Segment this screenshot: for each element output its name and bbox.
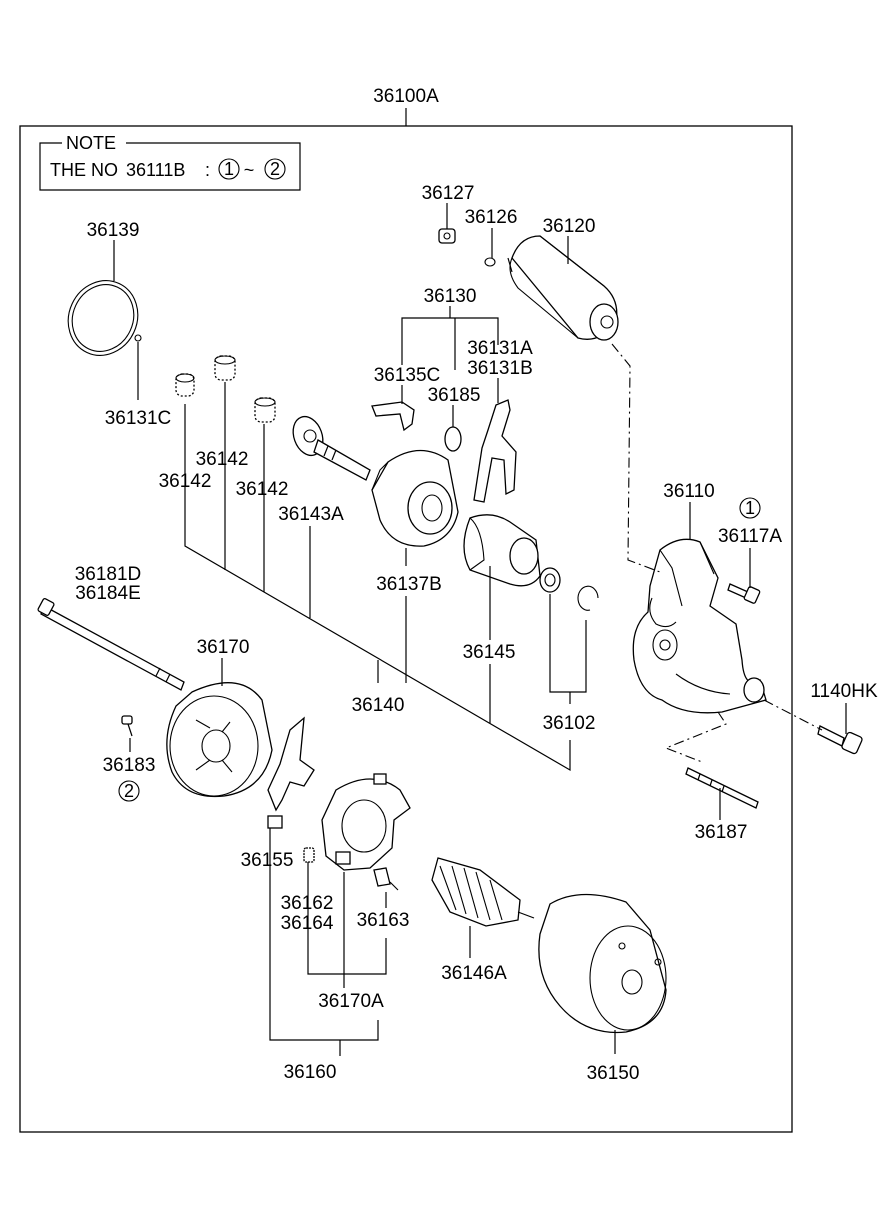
part-36120-solenoid bbox=[507, 235, 619, 341]
label-1140HK: 1140HK bbox=[810, 681, 878, 702]
part-36131-lever bbox=[473, 399, 517, 503]
part-1140HK-bolt bbox=[817, 725, 863, 755]
label-36164: 36164 bbox=[281, 913, 334, 934]
label-36127: 36127 bbox=[422, 183, 475, 204]
note-prefix: THE NO bbox=[50, 160, 118, 180]
part-36162-spring bbox=[303, 847, 315, 863]
note-circle-1: 1 bbox=[224, 159, 234, 179]
label-36142-a: 36142 bbox=[159, 471, 212, 492]
note-range-sep: ~ bbox=[244, 160, 255, 180]
label-36163: 36163 bbox=[357, 910, 410, 931]
label-36155: 36155 bbox=[241, 850, 294, 871]
label-36170: 36170 bbox=[197, 637, 250, 658]
part-36155-brush-spring bbox=[267, 716, 315, 829]
label-36187: 36187 bbox=[695, 822, 748, 843]
part-36143A-shaft bbox=[292, 415, 371, 481]
part-36150-yoke bbox=[538, 893, 667, 1034]
label-36137B: 36137B bbox=[376, 574, 442, 595]
part-36187-bolt bbox=[685, 767, 759, 809]
label-36142-c: 36142 bbox=[236, 479, 289, 500]
label-36143A: 36143A bbox=[278, 504, 344, 525]
label-36185: 36185 bbox=[428, 385, 481, 406]
label-36117A: 36117A bbox=[718, 526, 782, 547]
part-36126-washer bbox=[484, 257, 496, 267]
part-36127-nut bbox=[438, 228, 456, 244]
note-title: NOTE bbox=[66, 133, 116, 153]
label-36162: 36162 bbox=[281, 893, 334, 914]
part-36117A-screw bbox=[727, 583, 761, 604]
label-36131B: 36131B bbox=[467, 358, 533, 379]
callout-circle-1 bbox=[739, 497, 761, 519]
assembly-label: 36100A bbox=[373, 86, 439, 107]
note-circle-2: 2 bbox=[270, 159, 280, 179]
note-part-ref: 36111B bbox=[126, 160, 185, 180]
callout-36183-circle: 2 bbox=[124, 781, 134, 801]
label-36135C: 36135C bbox=[374, 365, 441, 386]
part-36181D-bolt bbox=[37, 598, 185, 691]
note-box: NOTE THE NO 36111B : 1 ~ 2 bbox=[39, 133, 301, 191]
label-36110: 36110 bbox=[663, 481, 714, 502]
part-36110-front-housing bbox=[632, 538, 767, 714]
label-36183: 36183 bbox=[103, 755, 156, 776]
label-36184E: 36184E bbox=[75, 583, 141, 604]
label-36131A: 36131A bbox=[467, 338, 533, 359]
part-36183-screw bbox=[121, 715, 133, 737]
part-36170-rear-cover bbox=[166, 682, 273, 798]
part-36102-stop-ring bbox=[539, 567, 561, 593]
part-36137B-housing bbox=[371, 449, 459, 547]
label-36145: 36145 bbox=[463, 642, 516, 663]
callout-36117A-circle: 1 bbox=[745, 498, 755, 518]
part-36142-gear-a bbox=[175, 373, 195, 397]
note-separator: : bbox=[205, 160, 210, 180]
part-36170A-brush-plate bbox=[321, 773, 411, 871]
part-36163-brush bbox=[373, 867, 399, 891]
label-36160: 36160 bbox=[284, 1062, 337, 1083]
label-36146A: 36146A bbox=[441, 963, 507, 984]
label-36150: 36150 bbox=[587, 1063, 640, 1084]
part-36142-gear-c bbox=[254, 397, 276, 423]
part-36139-ring bbox=[67, 280, 139, 356]
part-36102-snap-ring bbox=[577, 585, 599, 611]
label-36181D: 36181D bbox=[75, 564, 142, 585]
label-36120: 36120 bbox=[543, 216, 596, 237]
part-36142-gear-b bbox=[214, 355, 236, 381]
label-36130: 36130 bbox=[424, 286, 477, 307]
part-36131C-ball bbox=[134, 334, 142, 342]
part-36146A-armature bbox=[431, 857, 535, 927]
label-36140: 36140 bbox=[352, 695, 405, 716]
part-36145-clutch bbox=[463, 514, 541, 587]
part-36135C bbox=[371, 401, 415, 432]
label-36139: 36139 bbox=[87, 220, 140, 241]
callout-circle-2 bbox=[118, 780, 140, 802]
part-36185 bbox=[444, 426, 462, 452]
label-36142-b: 36142 bbox=[196, 449, 249, 470]
assembly-frame bbox=[19, 125, 793, 1133]
label-36102: 36102 bbox=[543, 713, 596, 734]
label-36126: 36126 bbox=[465, 207, 518, 228]
label-36170A: 36170A bbox=[318, 991, 384, 1012]
label-36131C: 36131C bbox=[105, 408, 172, 429]
